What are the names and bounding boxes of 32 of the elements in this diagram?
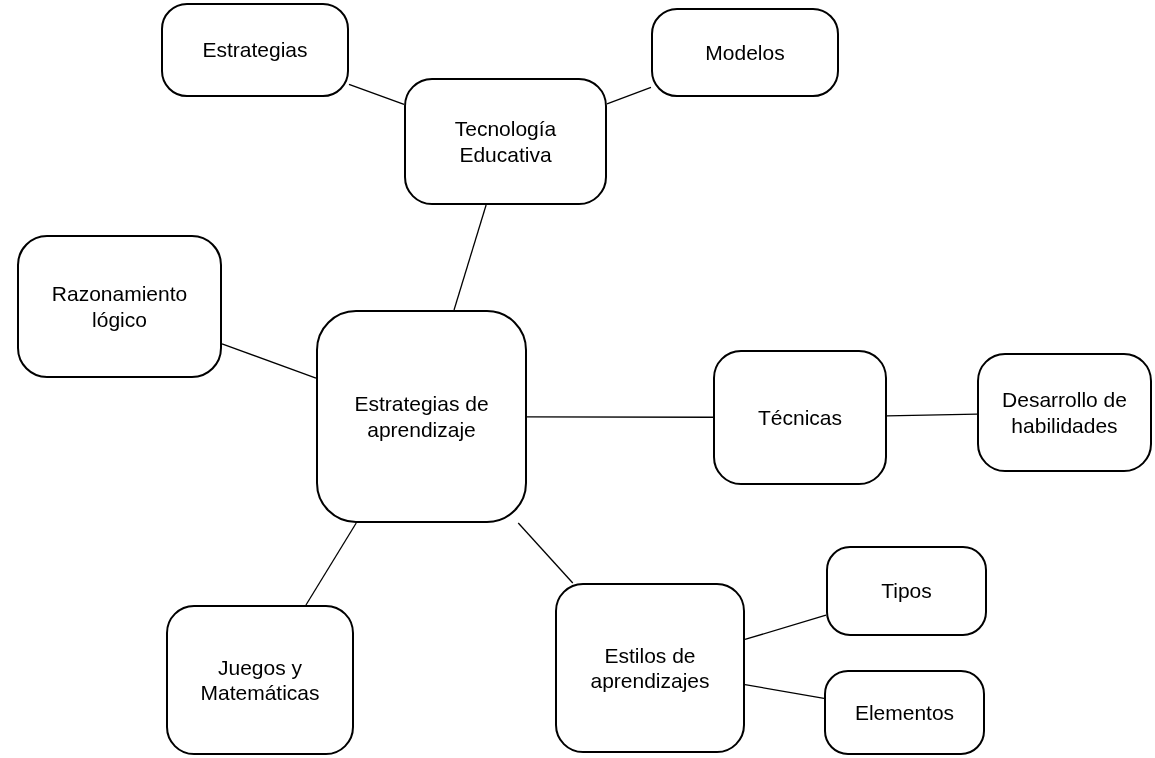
rounded-box [17,235,222,378]
rounded-box [651,8,839,97]
rounded-box [713,350,887,485]
node-label: Modelos [705,39,785,66]
connector-line [606,86,652,105]
node-label: Estrategias de aprendizaje [353,391,490,442]
connector-line [886,413,978,417]
connector-line [221,343,317,379]
connector-line [744,614,827,641]
connector-line [526,416,714,418]
connector-line [744,683,825,700]
node-label: Razonamiento lógico [50,281,189,332]
node-label: Elementos [854,699,955,726]
rounded-box [977,353,1152,472]
rounded-box [824,670,985,755]
node-label: Técnicas [758,404,842,431]
node-label: Estilos de aprendizajes [589,642,711,694]
rounded-box [555,583,745,753]
connector-line [517,522,574,584]
node-label: Tipos [881,578,932,604]
connector-line [453,204,487,311]
connector-line [348,83,405,106]
node-label: Tecnología Educativa [453,116,558,167]
rounded-box [161,3,349,97]
connector-line [305,522,357,606]
node-label: Juegos y Matemáticas [199,654,321,706]
rounded-box [826,546,987,636]
rounded-box [404,78,607,205]
node-label: Desarrollo de habilidades [1001,387,1128,438]
rounded-box [316,310,527,523]
node-label: Estrategias [202,37,308,63]
rounded-box [166,605,354,755]
